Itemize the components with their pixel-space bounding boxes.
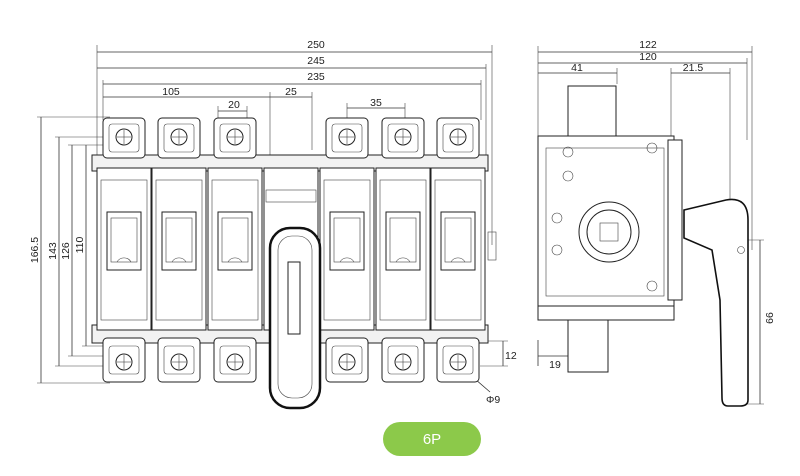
pole-module — [319, 167, 375, 331]
side-handle — [683, 198, 749, 407]
top-terminal — [325, 117, 369, 159]
dim-depth-overall: 122 — [639, 39, 657, 51]
switch-side-body — [537, 85, 749, 407]
front-dimension-labels: 250 245 235 105 20 25 35 166.5 143 126 1… — [29, 39, 517, 406]
dim-handle-21-5: 21.5 — [683, 62, 704, 74]
dim-handle-offset: 25 — [285, 86, 297, 98]
dim-overall-width: 250 — [307, 39, 325, 51]
side-clip — [487, 231, 497, 261]
dim-bottom-19: 19 — [549, 359, 561, 371]
bottom-terminal — [213, 337, 257, 383]
dim-mounting-width: 245 — [307, 55, 325, 67]
pole-module — [207, 167, 263, 331]
dim-height-126: 126 — [60, 242, 72, 260]
shaft-gear — [586, 209, 632, 255]
pole-module — [96, 167, 152, 331]
mounting-hole — [551, 212, 563, 224]
dim-hole-dia: Φ9 — [486, 394, 500, 406]
operating-handle — [263, 167, 322, 410]
dim-terminal-12: 12 — [505, 350, 517, 362]
switch-front-body — [91, 117, 497, 410]
top-terminal — [102, 117, 146, 159]
badge-label: 6P — [422, 430, 442, 448]
side-dimension-labels: 122 120 41 21.5 19 66 — [549, 39, 776, 371]
side-dimension-lines — [537, 46, 764, 405]
top-terminal — [213, 117, 257, 159]
side-view: 122 120 41 21.5 19 66 — [537, 39, 776, 407]
dim-pole-pitch: 20 — [228, 99, 240, 111]
front-view: 250 245 235 105 20 25 35 166.5 143 126 1… — [29, 39, 517, 410]
side-housing-inner — [545, 147, 665, 297]
mounting-hole — [551, 244, 563, 256]
mounting-hole — [562, 146, 574, 158]
mounting-hole — [646, 280, 658, 292]
dim-height-overall: 166.5 — [29, 237, 41, 263]
bottom-terminal — [102, 337, 146, 383]
pole-count-badge: 6P — [383, 422, 481, 456]
bottom-terminal-side — [567, 319, 609, 373]
side-rail — [667, 139, 683, 301]
dim-depth-120: 120 — [639, 51, 657, 63]
dim-height-110: 110 — [74, 236, 86, 253]
dim-pole-span: 235 — [307, 71, 325, 83]
dim-height-143: 143 — [47, 242, 59, 260]
top-terminal — [436, 117, 480, 159]
top-terminal — [381, 117, 425, 159]
front-dimension-lines — [37, 45, 508, 393]
top-terminal — [157, 117, 201, 159]
pole-module — [375, 167, 431, 331]
bottom-terminal — [325, 337, 369, 383]
shaft-square — [599, 222, 619, 242]
dim-depth-41: 41 — [571, 62, 583, 74]
bottom-terminal — [436, 337, 480, 383]
dim-right-pitch: 35 — [370, 97, 382, 109]
bottom-terminal — [157, 337, 201, 383]
bottom-terminal — [381, 337, 425, 383]
pole-module — [151, 167, 207, 331]
dim-handle-66: 66 — [764, 312, 776, 324]
mounting-hole — [562, 170, 574, 182]
mounting-hole — [646, 142, 658, 154]
handle-pivot — [737, 246, 745, 254]
top-terminal-side — [567, 85, 617, 137]
pole-module — [430, 167, 486, 331]
side-base — [537, 305, 675, 321]
dim-left-group: 105 — [162, 86, 180, 98]
